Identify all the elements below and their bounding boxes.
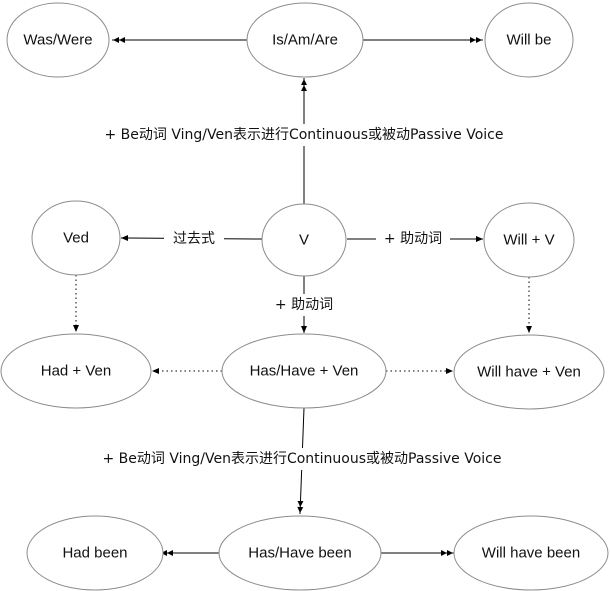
node-label: Will have + Ven xyxy=(477,364,581,381)
node-has-have-been[interactable]: Has/Have been xyxy=(218,515,382,591)
edge-label-aux-verb-right: + 助动词 xyxy=(384,231,442,247)
node-will-v[interactable]: Will + V xyxy=(483,202,575,278)
edge-label-past-tense: 过去式 xyxy=(173,231,215,247)
edge-label-be-continuous-passive-top: + Be动词 Ving/Ven表示进行Continuous或被动Passive … xyxy=(104,127,503,143)
node-label: Ved xyxy=(63,230,89,247)
node-label: Had + Ven xyxy=(41,363,111,380)
node-was-were[interactable]: Was/Were xyxy=(6,2,110,78)
node-label: Will + V xyxy=(503,232,554,249)
node-will-have-been[interactable]: Will have been xyxy=(453,515,609,591)
node-ved[interactable]: Ved xyxy=(31,200,121,276)
node-label: Will be xyxy=(506,32,551,49)
edge-label-be-continuous-passive-bottom: + Be动词 Ving/Ven表示进行Continuous或被动Passive … xyxy=(102,451,501,467)
node-is-am-are[interactable]: Is/Am/Are xyxy=(246,2,364,78)
node-label: V xyxy=(299,232,309,249)
node-has-have-ven[interactable]: Has/Have + Ven xyxy=(221,333,387,409)
node-label: Is/Am/Are xyxy=(272,32,338,49)
node-had-been[interactable]: Had been xyxy=(26,515,164,591)
node-had-ven[interactable]: Had + Ven xyxy=(0,333,152,409)
node-label: Has/Have been xyxy=(248,545,351,562)
node-label: Had been xyxy=(62,545,127,562)
node-label: Was/Were xyxy=(23,32,92,49)
edge-labels: + Be动词 Ving/Ven表示进行Continuous或被动Passive … xyxy=(80,124,528,470)
edge-label-aux-verb-down: + 助动词 xyxy=(275,297,333,313)
node-will-be[interactable]: Will be xyxy=(484,2,574,78)
node-label: Has/Have + Ven xyxy=(250,363,359,380)
node-label: Will have been xyxy=(482,545,580,562)
node-will-have-ven[interactable]: Will have + Ven xyxy=(453,334,605,410)
node-v[interactable]: V xyxy=(261,203,347,277)
